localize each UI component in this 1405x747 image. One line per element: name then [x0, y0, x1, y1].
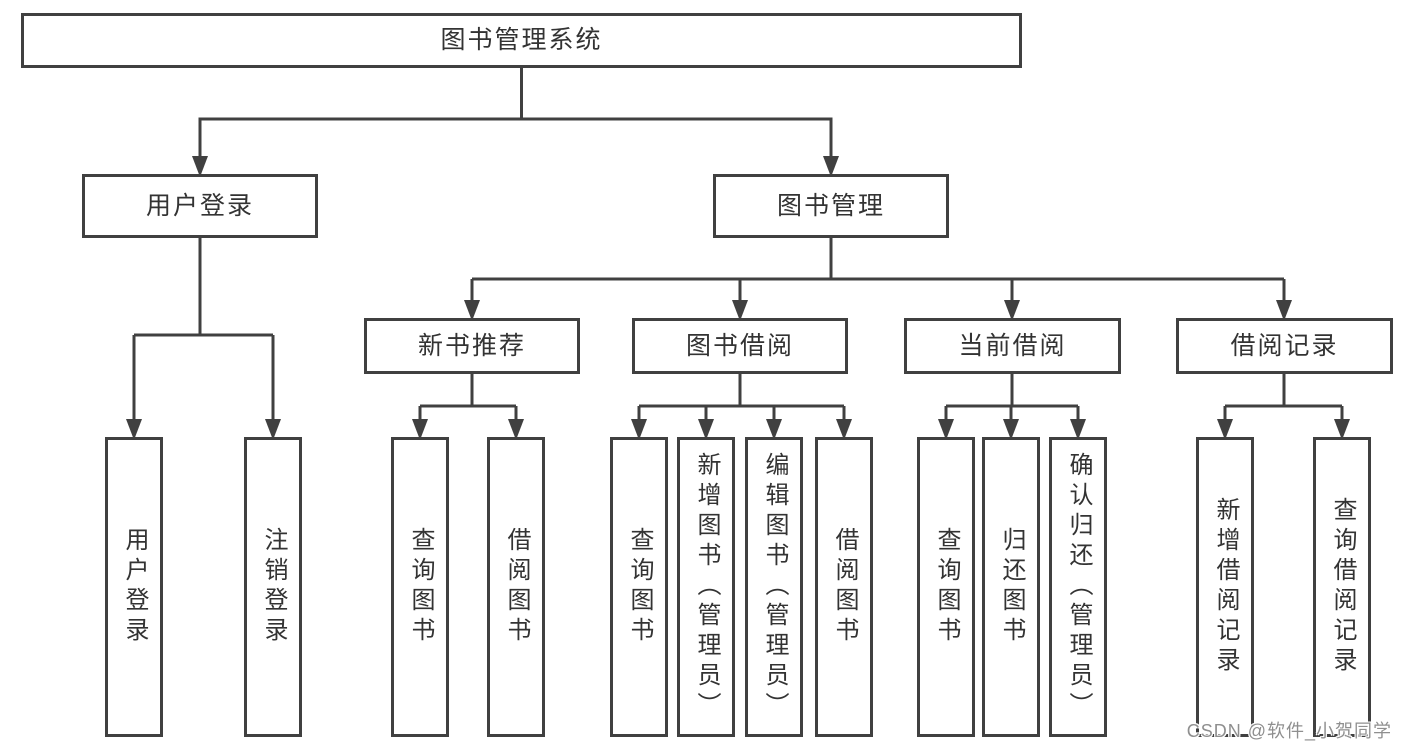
leaf-confirm-return-admin: 确认归还（管理员） [1049, 437, 1107, 737]
watermark: CSDN @软件_小贺同学 [1186, 721, 1392, 741]
node-new-book-recommend: 新书推荐 [364, 318, 580, 374]
node-borrow-records: 借阅记录 [1176, 318, 1393, 374]
node-book-borrow: 图书借阅 [632, 318, 848, 374]
leaf-query-books-borrow: 查询图书 [610, 437, 668, 737]
arrowheads [126, 156, 1350, 440]
node-root: 图书管理系统 [21, 13, 1022, 68]
leaf-return-book: 归还图书 [982, 437, 1040, 737]
leaf-query-books-recommend: 查询图书 [391, 437, 449, 737]
leaf-query-borrow-record: 查询借阅记录 [1313, 437, 1371, 737]
node-book-management: 图书管理 [713, 174, 949, 238]
leaf-query-books-current: 查询图书 [917, 437, 975, 737]
node-user-login: 用户登录 [82, 174, 318, 238]
leaf-edit-book-admin: 编辑图书（管理员） [745, 437, 803, 737]
leaf-add-borrow-record: 新增借阅记录 [1196, 437, 1254, 737]
leaf-user-login: 用户登录 [105, 437, 163, 737]
leaf-borrow-books: 借阅图书 [815, 437, 873, 737]
leaf-logout: 注销登录 [244, 437, 302, 737]
leaf-borrow-books-recommend: 借阅图书 [487, 437, 545, 737]
node-current-borrow: 当前借阅 [904, 318, 1121, 374]
leaf-add-book-admin: 新增图书（管理员） [677, 437, 735, 737]
